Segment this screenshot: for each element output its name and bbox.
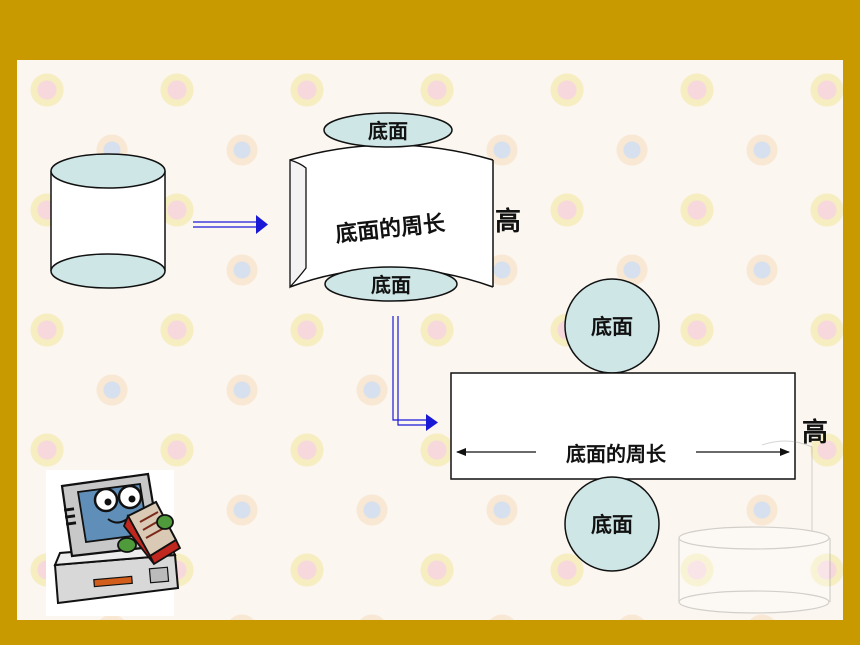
net-rect-width-label: 底面的周长 <box>566 442 667 466</box>
net-bottom-circle: 底面 <box>564 476 660 572</box>
top-base-label: 底面 <box>368 119 408 143</box>
unroll-arrow-2 <box>392 316 438 431</box>
net-top-circle-label: 底面 <box>591 315 633 339</box>
cylinder-height-label: 高 <box>495 206 521 237</box>
cylinder-solid <box>50 153 166 289</box>
bottom-base: 底面 <box>324 266 458 302</box>
net-height-label: 高 <box>802 417 828 448</box>
net-rectangle: 底面的周长 高 <box>450 372 828 480</box>
bottom-base-label: 底面 <box>371 273 411 297</box>
cartoon-computer-reading-book-icon <box>46 470 182 616</box>
unroll-arrow-1 <box>193 215 268 234</box>
net-top-circle: 底面 <box>564 278 660 374</box>
opened-lateral-surface: 底面的周长 高 <box>289 144 521 289</box>
net-bottom-circle-label: 底面 <box>591 513 633 537</box>
faint-cylinder <box>678 440 831 614</box>
top-base: 底面 <box>323 112 453 148</box>
